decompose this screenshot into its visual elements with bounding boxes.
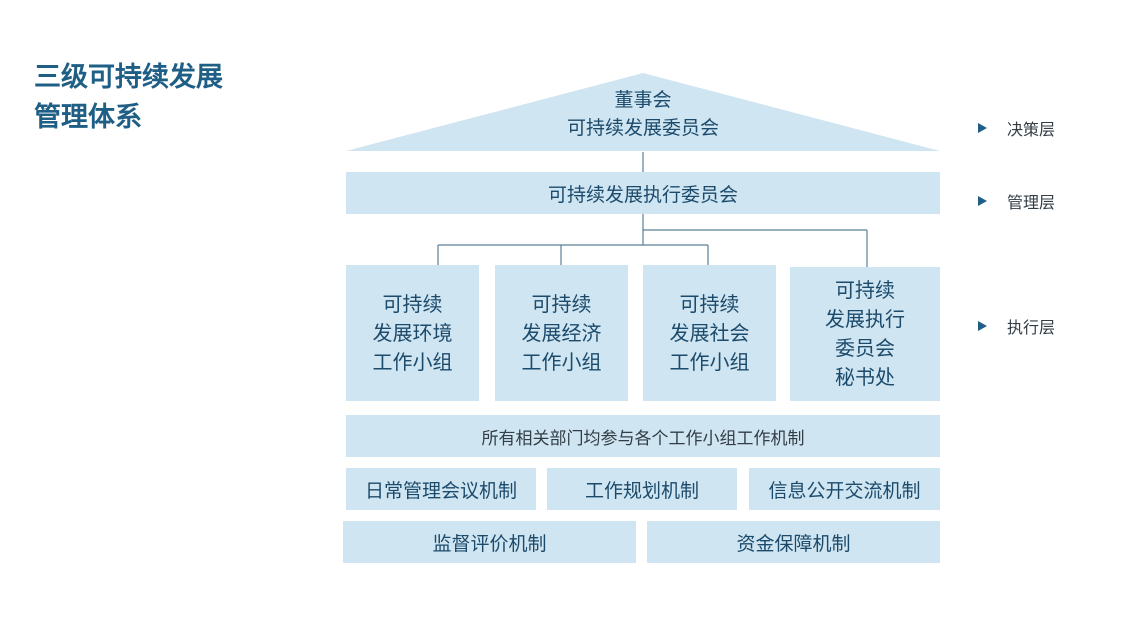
group-line: 工作小组 xyxy=(669,349,750,374)
group-line: 可持续 xyxy=(382,291,443,316)
decision-node-line-1: 董事会 xyxy=(614,89,672,111)
group-line: 可持续 xyxy=(835,278,895,302)
mechanism-work-planning: 工作规划机制 xyxy=(547,468,737,510)
mechanism-supervision-evaluation: 监督评价机制 xyxy=(343,521,636,563)
layer-label-decision: 决策层 xyxy=(978,118,1056,139)
decision-layer-node: 董事会 可持续发展委员会 xyxy=(346,86,940,142)
mechanism-information-disclosure: 信息公开交流机制 xyxy=(749,468,940,510)
layer-label-execution: 执行层 xyxy=(978,316,1056,337)
page-title-line-2: 管理体系 xyxy=(34,102,142,133)
group-line: 可持续 xyxy=(679,291,740,316)
mechanism-daily-meeting: 日常管理会议机制 xyxy=(346,468,536,510)
group-society: 可持续 发展社会 工作小组 xyxy=(643,265,776,401)
group-line: 可持续 xyxy=(531,291,592,316)
mechanism-funding-guarantee: 资金保障机制 xyxy=(647,521,940,563)
triangle-right-icon xyxy=(978,321,987,331)
participation-bar: 所有相关部门均参与各个工作小组工作机制 xyxy=(346,415,940,457)
group-line: 发展执行 xyxy=(825,307,905,331)
group-line: 工作小组 xyxy=(372,349,453,374)
group-line: 发展经济 xyxy=(521,320,602,345)
group-economy: 可持续 发展经济 工作小组 xyxy=(495,265,628,401)
triangle-right-icon xyxy=(978,123,987,133)
group-environment: 可持续 发展环境 工作小组 xyxy=(346,265,479,401)
group-line: 秘书处 xyxy=(835,365,895,389)
group-line: 发展环境 xyxy=(372,320,453,345)
triangle-right-icon xyxy=(978,196,987,206)
layer-label-text: 执行层 xyxy=(1007,318,1056,337)
layer-label-management: 管理层 xyxy=(978,191,1056,212)
layer-label-text: 决策层 xyxy=(1007,120,1056,139)
page-title-line-1: 三级可持续发展 xyxy=(34,62,223,93)
group-line: 工作小组 xyxy=(521,349,602,374)
decision-roof-shape xyxy=(346,73,940,151)
group-line: 发展社会 xyxy=(669,320,750,345)
group-secretariat: 可持续 发展执行 委员会 秘书处 xyxy=(790,267,940,401)
group-line: 委员会 xyxy=(835,336,895,360)
decision-node-line-2: 可持续发展委员会 xyxy=(566,117,719,139)
management-layer-node: 可持续发展执行委员会 xyxy=(346,172,940,214)
layer-label-text: 管理层 xyxy=(1007,193,1056,212)
page-title: 三级可持续发展 管理体系 xyxy=(34,58,223,138)
